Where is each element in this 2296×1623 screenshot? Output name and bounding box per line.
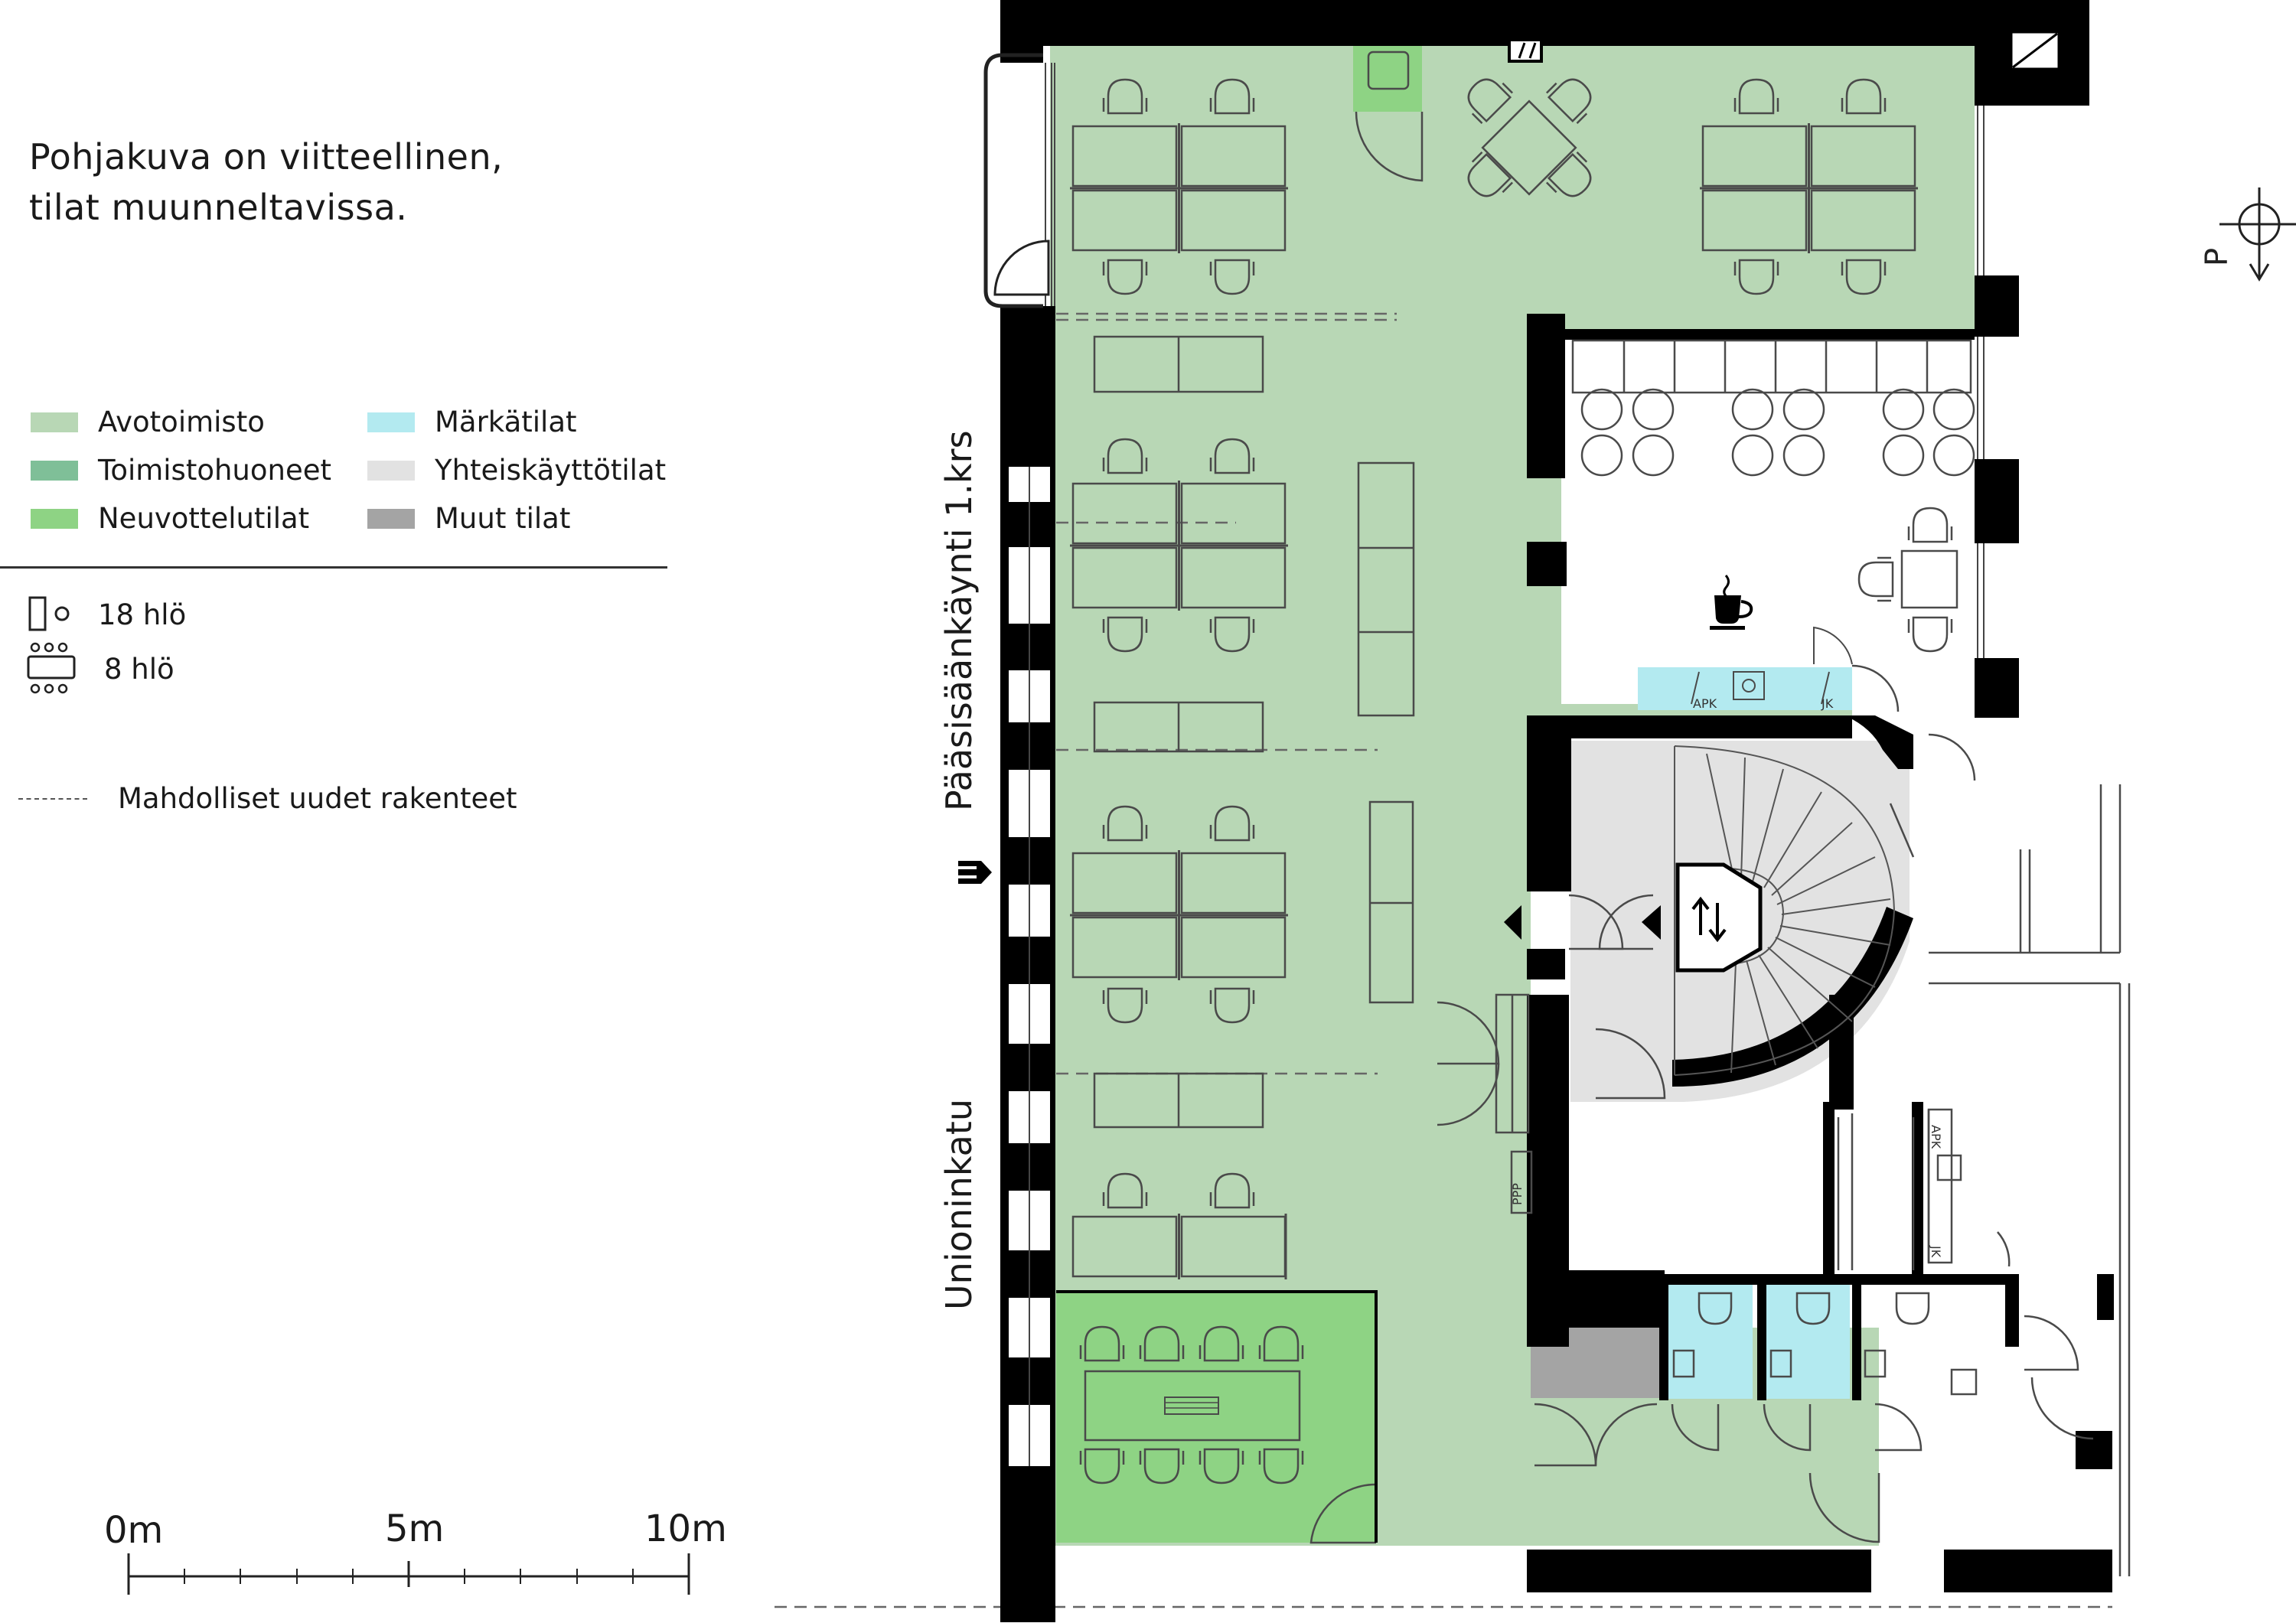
legend-item-offices: Toimistohuoneet <box>31 454 331 487</box>
capacity-workstations-text: 18 hlö <box>98 598 187 631</box>
legend-label-wet: Märkätilat <box>435 406 577 438</box>
desk-group-bottom <box>1071 1214 1287 1279</box>
stair-upper-wall <box>1844 715 1913 769</box>
workstation-icon <box>28 596 70 631</box>
column <box>1527 542 1567 586</box>
possible-new-structures <box>775 312 2112 1608</box>
apk-top-label: APK <box>1693 696 1717 711</box>
plan-note-line-2: tilat muunneltavissa. <box>29 187 408 228</box>
open-office-area <box>1050 46 1975 1546</box>
legend-divider <box>0 566 667 569</box>
legend-item-other: Muut tilat <box>367 502 570 535</box>
kitchenette-details <box>1691 626 1853 705</box>
street-label: Unioninkatu <box>938 1098 980 1310</box>
ppp-label: PPP <box>1510 1183 1525 1205</box>
main-entrance-arrow-icon <box>958 861 992 884</box>
meeting-room-wall <box>1056 1290 1378 1293</box>
door-frames <box>1495 993 1533 1214</box>
meeting-room <box>1056 1292 1378 1543</box>
right-side-lines <box>1837 784 2131 1576</box>
scale-label-5m: 5m <box>385 1507 445 1550</box>
legend-swatch-meeting <box>31 508 78 529</box>
legend-swatch-other <box>367 508 415 529</box>
entrance-arrow-icon <box>1642 905 1661 940</box>
capacity-workstations: 18 hlö <box>28 595 186 634</box>
room-fills <box>1050 46 1975 1546</box>
meeting-room-door <box>1309 1483 1377 1544</box>
scale-label-10m: 10m <box>644 1507 727 1550</box>
jk-top-label: JK <box>1821 696 1834 711</box>
main-entrance-label: Pääsisäänkäynti 1.krs <box>938 430 980 811</box>
legend-label-shared: Yhteiskäyttötilat <box>435 454 667 487</box>
plan-note: Pohjakuva on viitteellinen, tilat muunne… <box>29 132 503 233</box>
wc-1 <box>1667 1284 1753 1399</box>
dashed-line-sample <box>18 797 87 800</box>
right-windows <box>1977 106 1985 658</box>
vent-top <box>1508 38 1543 63</box>
scale-label-0m: 0m <box>104 1509 164 1552</box>
legend-label-other: Muut tilat <box>435 502 571 535</box>
plan-note-line-1: Pohjakuva on viitteellinen, <box>29 136 504 178</box>
stair-curved-wall <box>1672 907 1913 1087</box>
arrow-stripe <box>958 875 977 878</box>
legend-swatch-offices <box>31 460 78 481</box>
spiral-stair <box>1674 745 1896 1076</box>
legend-item-shared: Yhteiskäyttötilat <box>367 454 666 487</box>
legend-label-meeting: Neuvottelutilat <box>98 502 310 535</box>
balcony-door-icon <box>993 240 1050 296</box>
cafe-table-right <box>1857 507 1958 653</box>
cafe-table-top <box>1458 69 1601 207</box>
capacity-meeting: 8 hlö <box>26 641 174 696</box>
meeting-room-furniture <box>1079 1325 1304 1484</box>
dashed-structure-legend: Mahdolliset uudet rakenteet <box>18 782 517 815</box>
legend-item-wet: Märkätilat <box>367 406 577 438</box>
entrance-arrow-icon <box>1504 905 1521 940</box>
legend-swatch-wet <box>367 412 415 432</box>
legend-item-open-office: Avotoimisto <box>31 406 265 438</box>
legend-label-offices: Toimistohuoneet <box>98 454 331 487</box>
legend-label-open-office: Avotoimisto <box>98 406 265 438</box>
kitchen-bench <box>1571 339 1972 394</box>
legend-swatch-open-office <box>31 412 78 432</box>
small-meeting-room <box>1353 46 1422 112</box>
coffee-icon <box>1710 575 1753 630</box>
legend-item-meeting: Neuvottelutilat <box>31 502 309 535</box>
small-meeting-furniture <box>1355 51 1424 182</box>
elevator-icon <box>1691 896 1727 943</box>
meeting-room-wall-right <box>1375 1290 1378 1543</box>
balcony-bay <box>983 53 1043 308</box>
north-letter: P <box>2200 248 2235 266</box>
apk-right-label: APK <box>1929 1125 1943 1149</box>
north-arrow-icon <box>2219 187 2296 282</box>
wc-2 <box>1764 1284 1850 1399</box>
arrow-stripe <box>958 866 977 869</box>
legend-panel: Pohjakuva on viitteellinen, tilat muunne… <box>0 0 765 1623</box>
legend-swatch-shared <box>367 460 415 481</box>
kitchen-bench-chairs <box>1580 388 1975 477</box>
scale-bar <box>127 1553 690 1595</box>
capacity-meeting-text: 8 hlö <box>104 652 174 686</box>
kitchenette-counter <box>1638 667 1852 710</box>
lounge-furniture <box>1093 335 1415 1129</box>
jk-right-label: JK <box>1929 1245 1943 1258</box>
dashed-structure-label: Mahdolliset uudet rakenteet <box>118 782 517 815</box>
doors <box>1437 664 2094 1543</box>
toilets <box>1672 1292 1978 1396</box>
meeting-table-icon <box>27 642 76 694</box>
